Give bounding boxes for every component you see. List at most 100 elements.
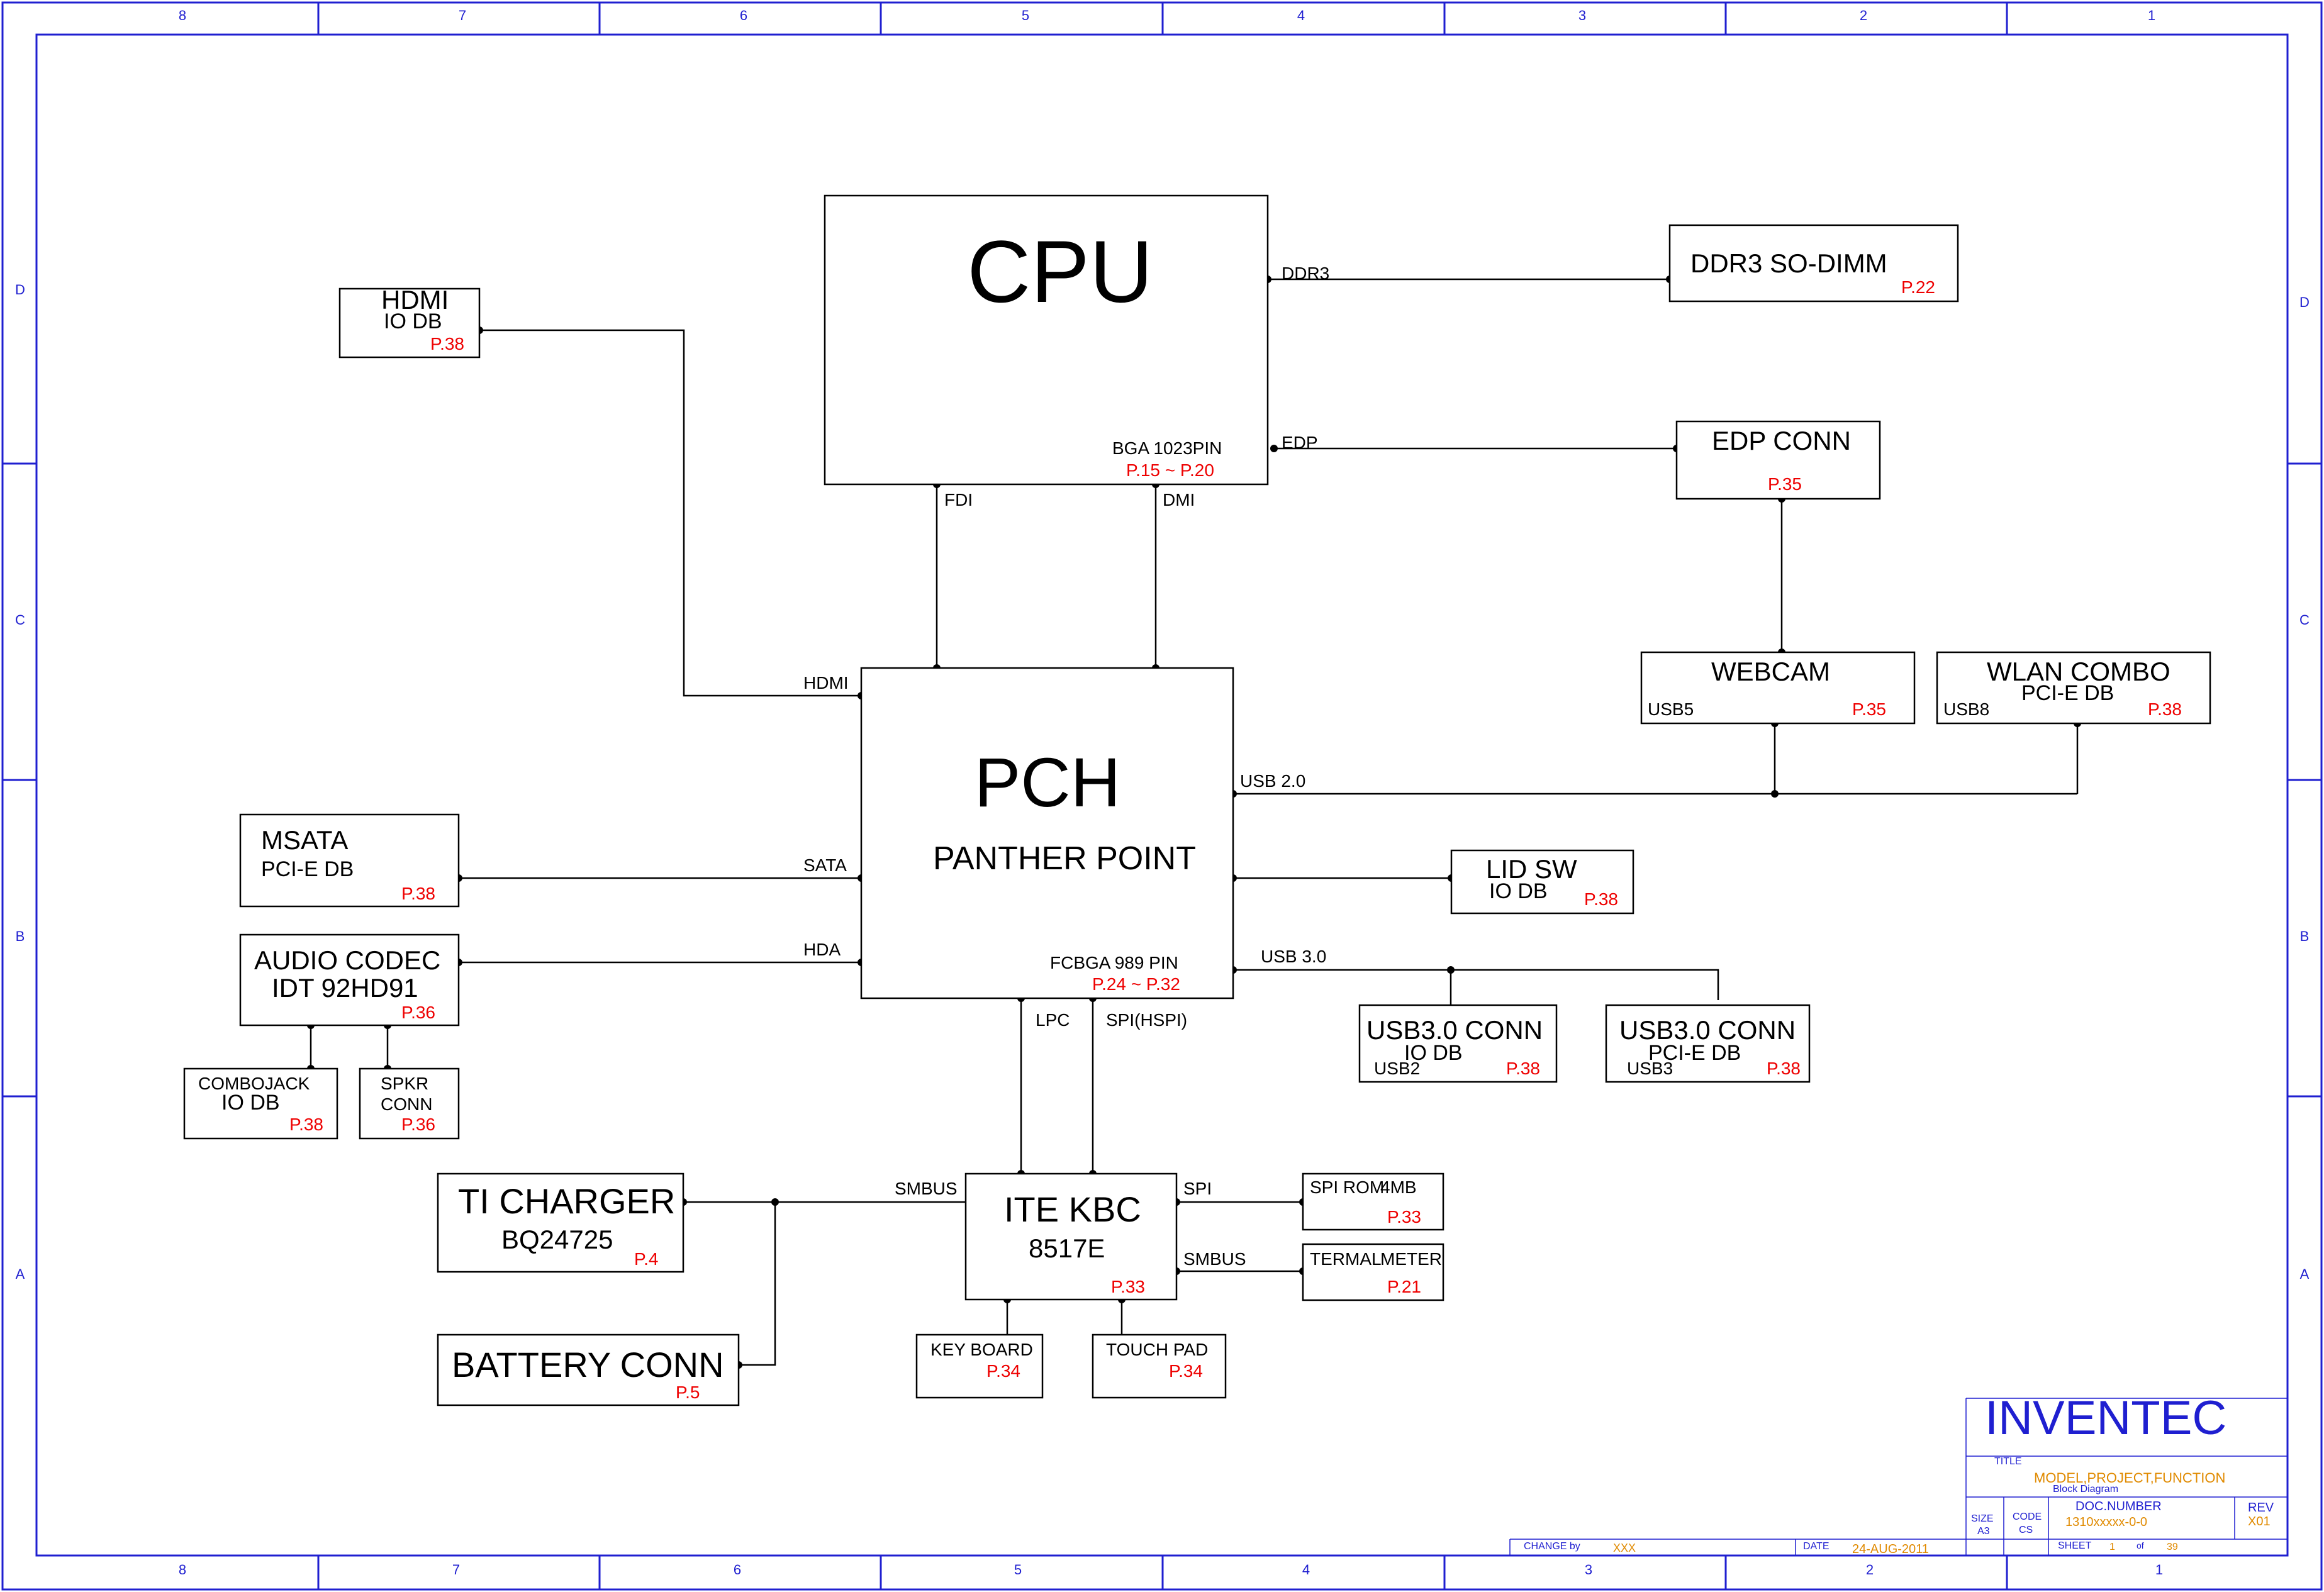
sheet-value: 1 bbox=[2109, 1542, 2115, 1552]
lid-sw-title: LID SW bbox=[1486, 854, 1577, 884]
wlan-combo-title: WLAN COMBO bbox=[1987, 657, 2170, 686]
usb30-pcie-title: USB3.0 CONN bbox=[1619, 1015, 1796, 1045]
edp-conn-block[interactable]: EDP CONN P.35 bbox=[1675, 420, 1881, 500]
usb30-conn-io-block[interactable]: USB3.0 CONN IO DB USB2 P.38 bbox=[1358, 1004, 1558, 1083]
msata-page-ref: P.38 bbox=[401, 884, 435, 903]
audio-codec-sub: IDT 92HD91 bbox=[272, 973, 418, 1003]
spkr-page-ref: P.36 bbox=[401, 1115, 435, 1134]
combojack-sub: IO DB bbox=[221, 1091, 280, 1115]
change-by-label: CHANGE by bbox=[1524, 1541, 1580, 1552]
cpu-page-ref: P.15 ~ P.20 bbox=[1126, 460, 1214, 480]
signal-dmi: DMI bbox=[1163, 490, 1195, 509]
wlan-combo-block[interactable]: WLAN COMBO PCI-E DB USB8 P.38 bbox=[1936, 651, 2211, 725]
audio-codec-page-ref: P.36 bbox=[401, 1003, 435, 1022]
signal-edp: EDP bbox=[1282, 433, 1318, 452]
sheet-total: 39 bbox=[2167, 1542, 2178, 1552]
zone-left-d: D bbox=[15, 282, 25, 298]
usb30-pcie-port: USB3 bbox=[1627, 1059, 1673, 1078]
spi-rom-title: SPI ROM bbox=[1310, 1177, 1384, 1197]
hdmi-page-ref: P.38 bbox=[430, 334, 464, 353]
lid-sw-block[interactable]: LID SW IO DB P.38 bbox=[1450, 849, 1634, 915]
audio-codec-title: AUDIO CODEC bbox=[254, 945, 440, 975]
usb30-pcie-sub: PCI-E DB bbox=[1648, 1041, 1741, 1065]
usb30-conn-pcie-block[interactable]: USB3.0 CONN PCI-E DB USB3 P.38 bbox=[1605, 1004, 1811, 1083]
signal-hdmi: HDMI bbox=[803, 673, 849, 693]
hdmi-block[interactable]: HDMI IO DB P.38 bbox=[338, 285, 481, 359]
size-value: A3 bbox=[1977, 1526, 1990, 1537]
signal-spi-hspi: SPI(HSPI) bbox=[1106, 1010, 1187, 1030]
keyboard-page-ref: P.34 bbox=[986, 1361, 1020, 1381]
wlan-combo-page-ref: P.38 bbox=[2148, 699, 2182, 719]
spi-rom-page-ref: P.33 bbox=[1387, 1207, 1421, 1227]
zone-top-5: 5 bbox=[1022, 8, 1029, 23]
msata-block[interactable]: MSATA PCI-E DB P.38 bbox=[239, 813, 460, 908]
battery-conn-page-ref: P.5 bbox=[676, 1383, 700, 1402]
bottom-zone-labels: 8 7 6 5 4 3 2 1 bbox=[179, 1562, 2163, 1578]
pch-title: PCH bbox=[975, 744, 1120, 821]
webcam-title: WEBCAM bbox=[1711, 657, 1830, 686]
cpu-package: BGA 1023PIN bbox=[1112, 438, 1222, 458]
title-label: TITLE bbox=[1994, 1456, 2022, 1467]
zone-bottom-2: 2 bbox=[1866, 1562, 1874, 1578]
zone-bottom-1: 1 bbox=[2155, 1562, 2163, 1578]
thermal-page-ref: P.21 bbox=[1387, 1277, 1421, 1296]
audio-codec-block[interactable]: AUDIO CODEC IDT 92HD91 P.36 bbox=[239, 933, 460, 1027]
spkr-conn-block[interactable]: SPKR CONN P.36 bbox=[359, 1067, 460, 1140]
doc-number-label: DOC.NUMBER bbox=[2075, 1500, 2162, 1513]
signal-fdi: FDI bbox=[944, 490, 973, 509]
touchpad-block[interactable]: TOUCH PAD P.34 bbox=[1092, 1333, 1227, 1399]
thermal-meter-block[interactable]: TERMAL METER P.21 bbox=[1302, 1243, 1444, 1301]
webcam-block[interactable]: WEBCAM USB5 P.35 bbox=[1640, 651, 1916, 725]
zone-top-4: 4 bbox=[1297, 8, 1305, 23]
spkr-sub: CONN bbox=[381, 1094, 432, 1114]
zone-left-c: C bbox=[15, 612, 25, 628]
ite-kbc-block[interactable]: ITE KBC 8517E P.33 bbox=[964, 1172, 1178, 1301]
ti-charger-sub: BQ24725 bbox=[501, 1225, 613, 1254]
rev-label: REV bbox=[2248, 1501, 2274, 1515]
signal-usb20: USB 2.0 bbox=[1240, 771, 1305, 791]
spi-rom-block[interactable]: SPI ROM 4MB P.33 bbox=[1302, 1172, 1444, 1231]
signal-smbus-left: SMBUS bbox=[895, 1179, 958, 1198]
combojack-block[interactable]: COMBOJACK IO DB P.38 bbox=[183, 1067, 338, 1140]
ddr3-sodimm-title: DDR3 SO-DIMM bbox=[1690, 248, 1887, 278]
zone-bottom-4: 4 bbox=[1302, 1562, 1310, 1578]
ti-charger-page-ref: P.4 bbox=[634, 1249, 658, 1269]
ddr3-sodimm-block[interactable]: DDR3 SO-DIMM P.22 bbox=[1668, 224, 1959, 303]
ite-kbc-title: ITE KBC bbox=[1004, 1189, 1141, 1229]
zone-top-8: 8 bbox=[179, 8, 186, 23]
lid-sw-page-ref: P.38 bbox=[1584, 889, 1618, 909]
zone-left-a: A bbox=[16, 1266, 25, 1282]
signal-labels: DDR3 EDP FDI DMI HDMI USB 2.0 SATA HDA U… bbox=[803, 264, 1329, 1269]
lid-sw-sub: IO DB bbox=[1489, 879, 1548, 903]
zone-top-6: 6 bbox=[740, 8, 747, 23]
zone-bottom-8: 8 bbox=[179, 1562, 186, 1578]
change-by-value: XXX bbox=[1613, 1542, 1636, 1554]
pch-block[interactable]: PCH PANTHER POINT FCBGA 989 PIN P.24 ~ P… bbox=[860, 667, 1234, 999]
ti-charger-block[interactable]: TI CHARGER BQ24725 P.4 bbox=[437, 1172, 684, 1273]
wlan-combo-sub: PCI-E DB bbox=[2021, 681, 2114, 705]
zone-right-c: C bbox=[2299, 612, 2310, 628]
ite-kbc-sub: 8517E bbox=[1029, 1233, 1105, 1263]
keyboard-block[interactable]: KEY BOARD P.34 bbox=[915, 1333, 1044, 1399]
webcam-page-ref: P.35 bbox=[1852, 699, 1886, 719]
zone-left-b: B bbox=[16, 928, 25, 944]
pch-page-ref: P.24 ~ P.32 bbox=[1092, 974, 1180, 994]
zone-right-a: A bbox=[2300, 1266, 2310, 1282]
side-zone-labels: D C B A D C B A bbox=[15, 282, 2310, 1282]
ti-charger-title: TI CHARGER bbox=[458, 1181, 675, 1221]
battery-conn-block[interactable]: BATTERY CONN P.5 bbox=[437, 1333, 740, 1406]
webcam-usb-port: USB5 bbox=[1648, 699, 1694, 719]
rev-value: X01 bbox=[2248, 1515, 2271, 1528]
hdmi-sub: IO DB bbox=[384, 309, 442, 333]
edp-conn-page-ref: P.35 bbox=[1768, 474, 1802, 494]
top-zone-labels: 8 7 6 5 4 3 2 1 bbox=[179, 8, 2155, 23]
signal-spi: SPI bbox=[1183, 1179, 1212, 1198]
touchpad-title: TOUCH PAD bbox=[1106, 1340, 1208, 1359]
doc-number-value: 1310xxxxx-0-0 bbox=[2065, 1515, 2147, 1529]
touchpad-page-ref: P.34 bbox=[1169, 1361, 1203, 1381]
msata-sub: PCI-E DB bbox=[261, 857, 354, 881]
sheet-of-label: of bbox=[2137, 1540, 2144, 1550]
cpu-block[interactable]: CPU BGA 1023PIN P.15 ~ P.20 bbox=[824, 194, 1269, 486]
